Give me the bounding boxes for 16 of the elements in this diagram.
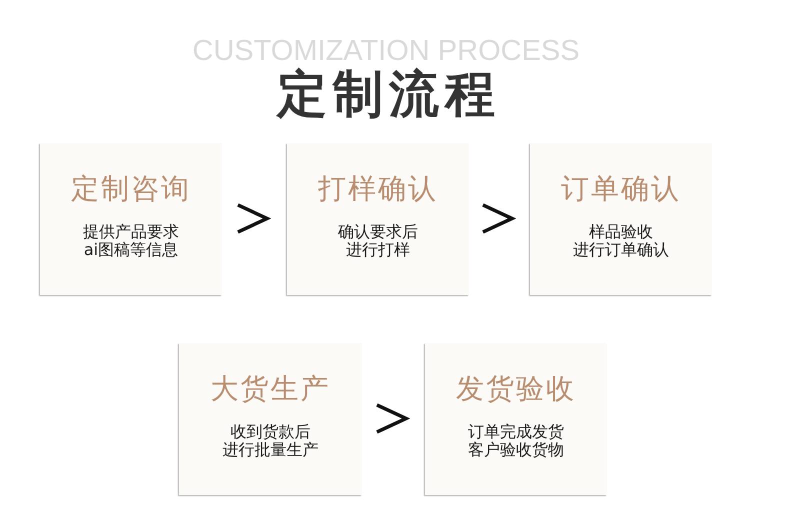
step-card [287, 143, 469, 295]
step-description: 订单完成发货客户验收货物 [468, 423, 564, 459]
step-description: 提供产品要求ai图稿等信息 [83, 223, 179, 259]
step-title: 定制咨询 [71, 171, 191, 207]
step-card [40, 143, 222, 295]
step-title: 打样确认 [318, 171, 438, 207]
step-description: 收到货款后进行批量生产 [222, 423, 318, 459]
step-card [530, 143, 712, 295]
step-description: 样品验收进行订单确认 [573, 223, 669, 259]
step-description: 确认要求后进行打样 [338, 223, 418, 259]
title: 定制流程 [277, 68, 501, 120]
step-title: 大货生产 [210, 371, 330, 407]
step-card [179, 343, 362, 495]
step-title: 订单确认 [561, 171, 681, 207]
step-card [425, 343, 607, 495]
step-title: 发货验收 [456, 371, 576, 407]
